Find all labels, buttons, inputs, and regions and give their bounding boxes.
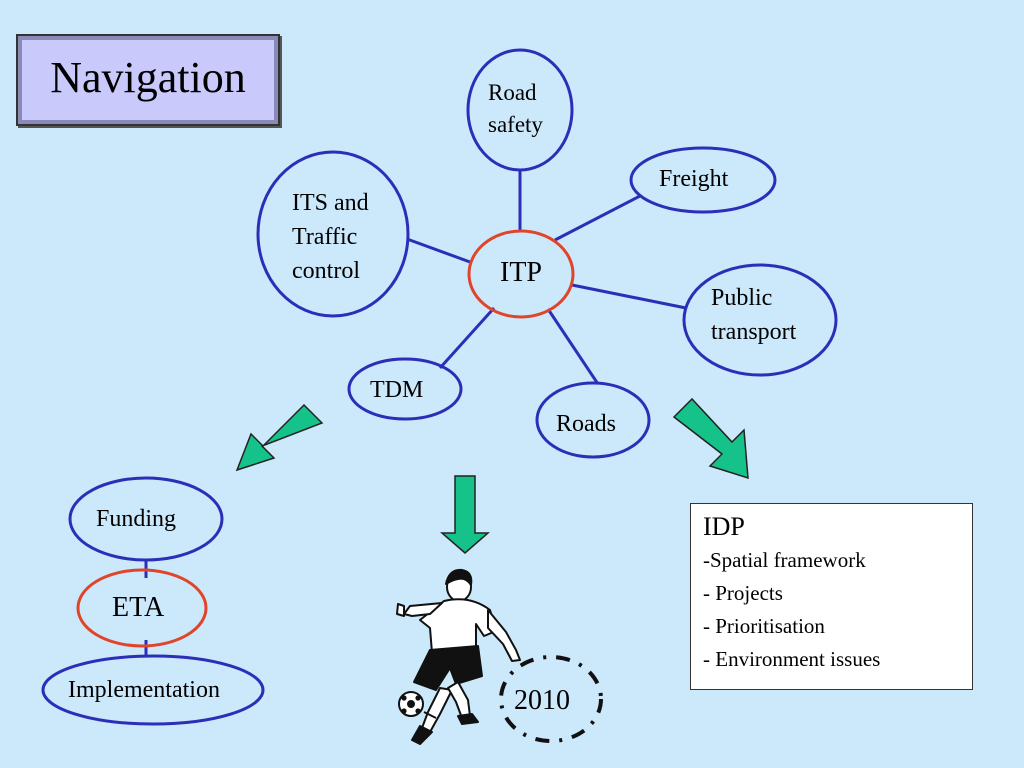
idp-item: - Projects [703,581,783,605]
label-public-transport-line2: transport [711,319,797,345]
year-badge-ring [499,655,603,743]
node-funding [68,476,224,562]
label-its-line1: ITS and [292,190,369,216]
page-title: Navigation [50,53,246,102]
label-eta: ETA [112,592,165,623]
node-its [256,150,410,318]
label-its-line2: Traffic [292,224,358,250]
idp-item: -Spatial framework [703,548,866,572]
node-road-safety [466,48,574,172]
idp-title: IDP [703,512,745,541]
node-roads [535,381,651,459]
label-road-safety: Road safety [488,77,543,141]
connector-tdm [438,306,496,370]
connector-roads [546,308,600,385]
label-road-safety-line2: safety [488,112,543,137]
connector-public-transport [571,283,687,310]
label-roads: Roads [556,411,616,437]
node-public-transport [682,263,838,377]
connector-freight [554,194,641,242]
label-its-line3: control [292,258,360,284]
arrow-down-icon [439,475,491,554]
label-funding: Funding [96,506,177,532]
node-tdm [347,357,463,421]
soccer-player-icon [396,568,521,745]
label-its: ITS and Traffic control [292,186,369,288]
label-freight: Freight [659,166,729,192]
connector-its [406,237,471,264]
year-label: 2010 [514,685,570,716]
idp-item: - Prioritisation [703,614,825,638]
arrow-down-right-icon [672,397,749,480]
idp-box: IDP -Spatial framework - Projects - Prio… [690,503,973,690]
label-implementation: Implementation [68,677,220,703]
node-implementation [41,654,265,726]
label-itp: ITP [500,257,542,288]
idp-item: - Environment issues [703,647,881,671]
node-freight [629,146,777,214]
navigation-title-box[interactable]: Navigation [16,34,280,126]
label-road-safety-line1: Road [488,80,537,105]
label-tdm: TDM [370,377,424,403]
node-itp-hub [467,229,575,319]
label-public-transport: Public transport [711,281,796,349]
node-eta [76,568,208,648]
arrow-down-left-icon [235,403,324,472]
label-public-transport-line1: Public [711,285,773,311]
